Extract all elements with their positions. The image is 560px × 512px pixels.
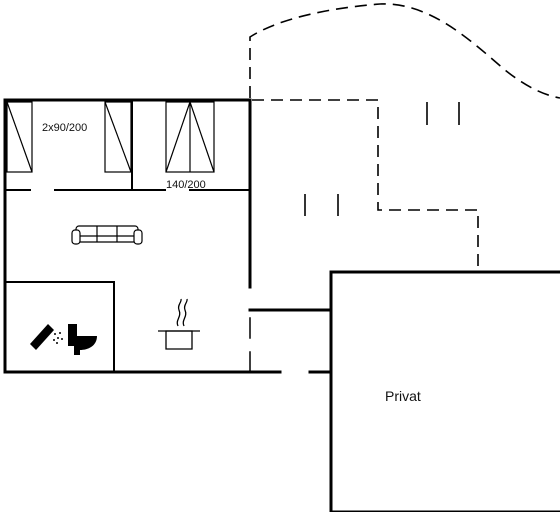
wardrobe	[6, 101, 33, 173]
toilet-icon	[68, 324, 97, 355]
private-area	[329, 270, 560, 512]
wardrobe	[165, 101, 215, 173]
garden-boundary	[249, 3, 560, 99]
shower-icon	[30, 324, 63, 350]
bedroom-left-label: 2x90/200	[42, 122, 87, 134]
terrace-marks	[304, 102, 460, 216]
cooking-pot-icon	[158, 298, 200, 350]
bathroom-wall	[4, 281, 115, 373]
walls	[3, 98, 332, 374]
terrace-outline	[249, 3, 560, 270]
wardrobe	[104, 101, 132, 173]
sofa-icon	[71, 225, 143, 245]
terrace-boundary	[252, 99, 479, 270]
wardrobes	[6, 101, 215, 173]
private-area-label: Privat	[385, 388, 421, 404]
bedroom-right-label: 140/200	[166, 179, 206, 191]
outer-wall	[3, 98, 282, 374]
